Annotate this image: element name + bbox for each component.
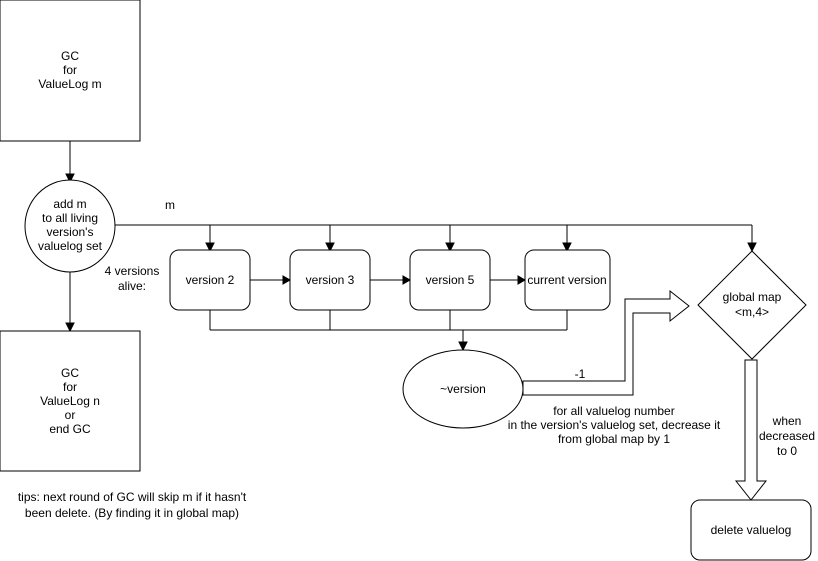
global-map-line: <m,4> <box>735 305 769 319</box>
gc-m-line: for <box>63 63 77 77</box>
when-zero-line: to 0 <box>777 444 797 458</box>
arrowhead <box>205 242 215 253</box>
version2-box <box>169 249 251 311</box>
current-version-label: current version <box>527 273 606 287</box>
destroy-version-node: ~version <box>402 349 524 429</box>
arrowhead <box>517 275 527 285</box>
gc-n-line: GC <box>61 366 79 380</box>
global-map-diamond <box>697 250 807 360</box>
add-m-line: to all living <box>42 211 98 225</box>
gc-valuelog-m-box <box>0 0 141 142</box>
version2-node: version 2 <box>169 249 251 311</box>
gc-valuelog-n-node: GC for ValueLog n or end GC <box>0 330 141 472</box>
version5-node: version 5 <box>409 249 491 311</box>
arrowhead <box>65 173 75 184</box>
gc-n-line: or <box>65 408 76 422</box>
version2-label: version 2 <box>186 273 235 287</box>
tips-line: been delete. (By finding it in global ma… <box>25 506 239 520</box>
add-m-circle <box>24 179 116 273</box>
versions-alive-line: alive: <box>118 279 146 293</box>
when-zero-line: when <box>772 414 802 428</box>
version3-node: version 3 <box>289 249 371 311</box>
delete-valuelog-box <box>690 499 812 561</box>
edge-destructor-to-global-map <box>522 289 690 396</box>
gc-valuelog-m-node: GC for ValueLog m <box>0 0 141 142</box>
delete-valuelog-node: delete valuelog <box>690 499 812 561</box>
gc-valuelog-n-box <box>0 330 141 472</box>
arrowhead <box>282 275 292 285</box>
arrowhead <box>458 341 468 352</box>
arrowhead <box>562 242 572 253</box>
tips-line: tips: next round of GC will skip m if it… <box>18 490 247 504</box>
delete-valuelog-label: delete valuelog <box>711 523 792 537</box>
global-map-line: global map <box>723 290 782 304</box>
version3-label: version 3 <box>306 273 355 287</box>
gc-n-line: end GC <box>49 422 91 436</box>
version5-box <box>409 249 491 311</box>
destroy-version-label: ~version <box>440 382 486 396</box>
current-version-node: current version <box>524 249 611 311</box>
connectors <box>65 141 768 501</box>
minus-one-label: -1 <box>575 367 586 381</box>
gc-m-line: ValueLog m <box>38 77 101 91</box>
add-m-line: version's <box>47 225 94 239</box>
m-edge-label: m <box>165 198 175 212</box>
annotations: m 4 versions alive: -1 for all valuelog … <box>18 198 815 520</box>
decrease-note-line: in the version's valuelog set, decrease … <box>508 418 721 432</box>
version3-box <box>289 249 371 311</box>
arrowhead <box>445 242 455 253</box>
destroy-version-ellipse <box>402 349 524 429</box>
versions-alive-line: 4 versions <box>105 264 160 278</box>
gc-m-line: GC <box>61 49 79 63</box>
gc-n-line: ValueLog n <box>40 394 100 408</box>
decrease-note-line: for all valuelog number <box>553 404 674 418</box>
edge-global-map-to-delete <box>734 359 768 501</box>
arrowhead <box>325 242 335 253</box>
decrease-note-line: from global map by 1 <box>558 432 670 446</box>
gc-n-line: for <box>63 380 77 394</box>
add-m-node: add m to all living version's valuelog s… <box>24 179 116 273</box>
add-m-line: valuelog set <box>38 239 103 253</box>
current-version-box <box>524 249 611 311</box>
arrowhead <box>65 322 75 333</box>
version5-label: version 5 <box>426 273 475 287</box>
add-m-line: add m <box>53 197 86 211</box>
arrowhead <box>402 275 412 285</box>
global-map-node: global map <m,4> <box>697 250 807 360</box>
arrowhead <box>747 242 757 253</box>
when-zero-line: decreased <box>759 429 815 443</box>
